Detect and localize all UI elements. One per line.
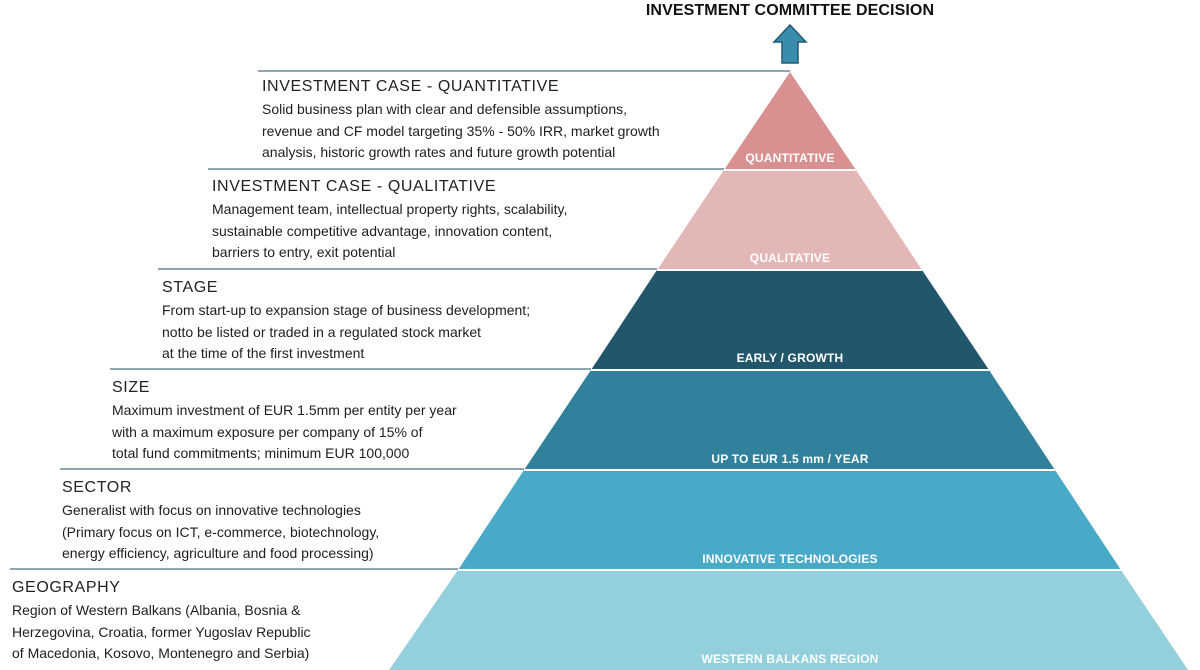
- layer-quantitative: [724, 72, 856, 170]
- level-label-qualitative: QUALITATIVE: [749, 251, 831, 265]
- row-description: Management team, intellectual property r…: [212, 201, 568, 260]
- up-arrow-icon: [772, 23, 808, 64]
- layer-sector: [458, 470, 1121, 570]
- level-label-early-growth: EARLY / GROWTH: [736, 351, 844, 365]
- row-title: SECTOR: [62, 479, 132, 496]
- row-quantitative: INVESTMENT CASE - QUANTITATIVE Solid bus…: [262, 77, 660, 164]
- row-qualitative: INVESTMENT CASE - QUALITATIVE Management…: [212, 177, 567, 264]
- row-description: From start-up to expansion stage of busi…: [162, 302, 531, 361]
- level-label-size: UP TO EUR 1.5 mm / YEAR: [711, 452, 869, 466]
- row-title: SIZE: [112, 379, 150, 396]
- committee-decision-title: INVESTMENT COMMITTEE DECISION: [645, 2, 935, 19]
- row-description: Maximum investment of EUR 1.5mm per enti…: [112, 402, 457, 461]
- layer-geography: [389, 570, 1188, 670]
- row-title: STAGE: [162, 279, 219, 296]
- row-rules: [10, 70, 790, 570]
- layer-qualitative: [657, 170, 922, 270]
- row-description: Solid business plan with clear and defen…: [262, 101, 660, 160]
- row-description: Region of Western Balkans (Albania, Bosn…: [12, 602, 311, 661]
- level-label-sector: INNOVATIVE TECHNOLOGIES: [702, 552, 878, 566]
- row-title: INVESTMENT CASE - QUANTITATIVE: [262, 78, 560, 95]
- level-label-quantitative: QUANTITATIVE: [745, 151, 835, 165]
- layer-stage: [591, 270, 989, 370]
- row-sector: SECTOR Generalist with focus on innovati…: [62, 478, 379, 565]
- layer-size: [524, 370, 1055, 470]
- row-stage: STAGE From start-up to expansion stage o…: [162, 278, 530, 365]
- layer-dividers: [458, 169, 1121, 571]
- row-geography: GEOGRAPHY Region of Western Balkans (Alb…: [12, 578, 311, 665]
- row-description: Generalist with focus on innovative tech…: [62, 502, 380, 561]
- row-size: SIZE Maximum investment of EUR 1.5mm per…: [112, 378, 457, 465]
- level-label-geography: WESTERN BALKANS REGION: [701, 652, 879, 666]
- row-title: GEOGRAPHY: [12, 579, 121, 596]
- row-title: INVESTMENT CASE - QUALITATIVE: [212, 178, 497, 195]
